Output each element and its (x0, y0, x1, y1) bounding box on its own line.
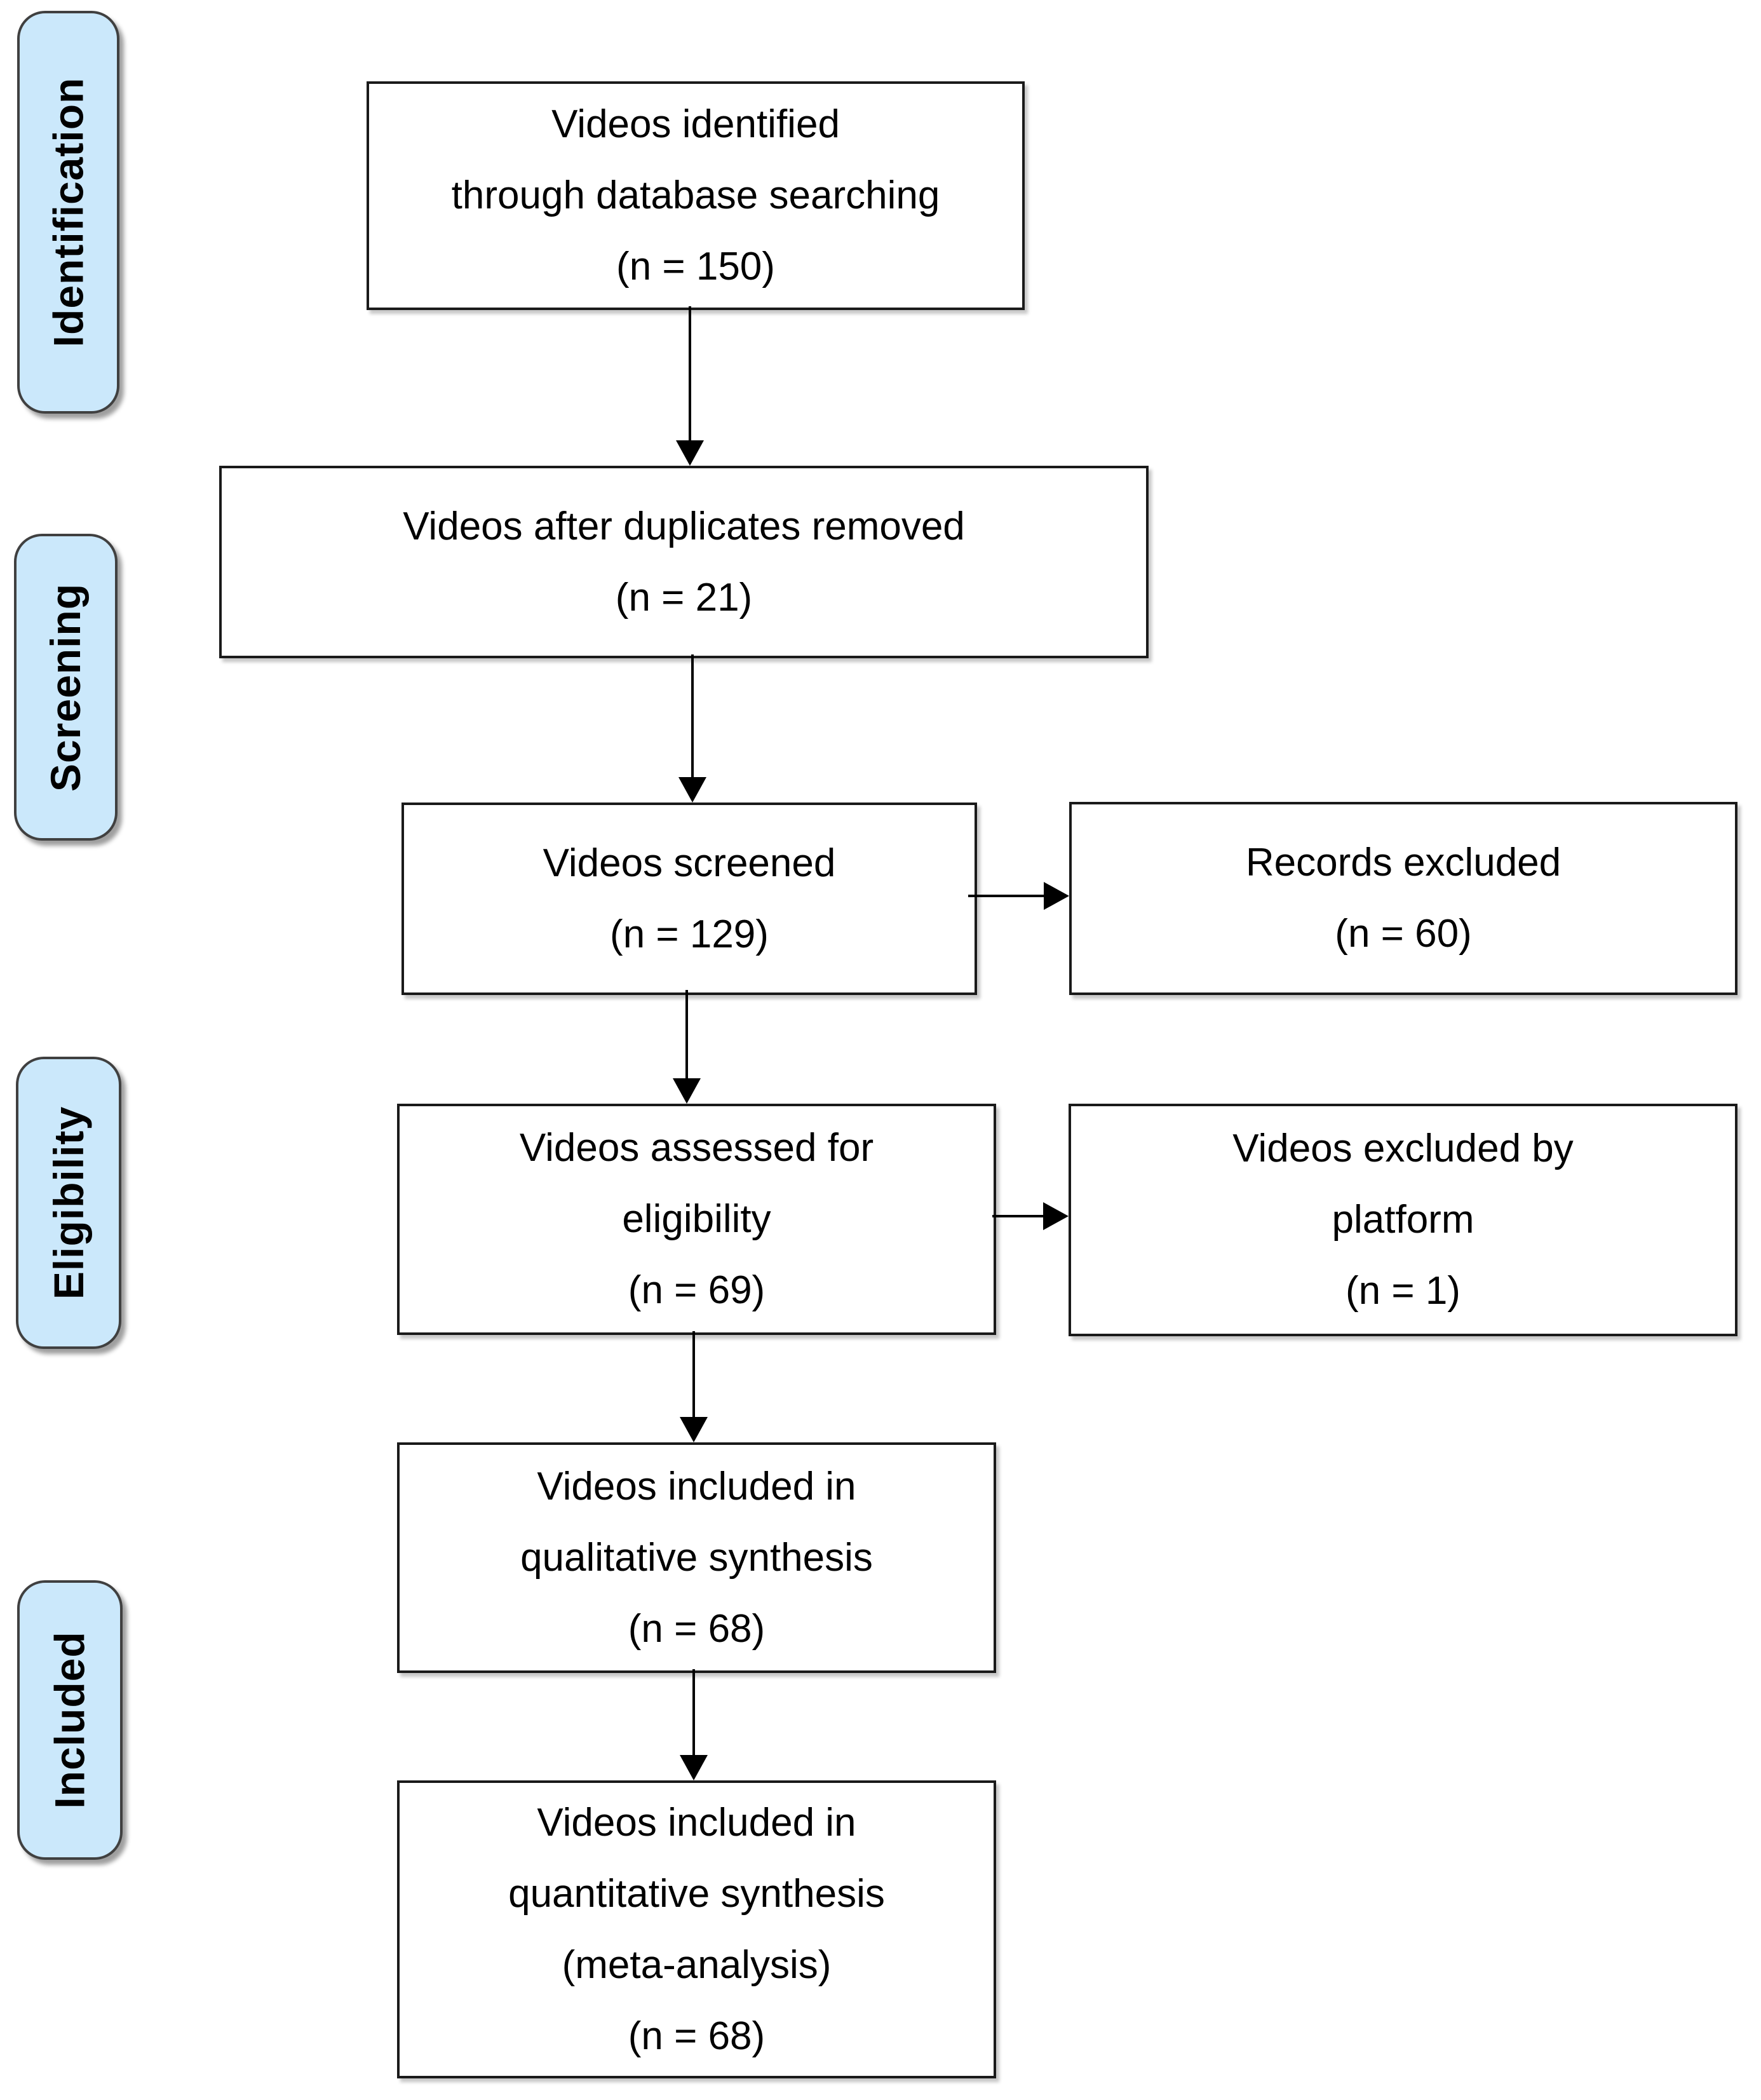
box-videos-assessed-for-eligibility: Videos assessed for eligibility (n = 69) (397, 1104, 996, 1335)
arrowhead-down-icon (680, 1417, 708, 1442)
stage-label-included-text: Included (46, 1631, 94, 1809)
arrow-line (692, 1669, 695, 1758)
box-videos-included-qualitative-synthesis: Videos included in qualitative synthesis… (397, 1442, 996, 1673)
box-videos-screened: Videos screened (n = 129) (401, 803, 977, 995)
box-videos-identified: Videos identified through database searc… (367, 81, 1025, 310)
arrowhead-down-icon (678, 777, 706, 803)
arrow-duplicates-to-screened (678, 654, 706, 803)
arrowhead-right-icon (1044, 882, 1069, 910)
stage-label-eligibility: Eligibility (16, 1057, 121, 1349)
arrow-assessed-to-excluded-platform (992, 1202, 1069, 1230)
arrowhead-right-icon (1043, 1202, 1069, 1230)
stage-label-screening-text: Screening (42, 583, 90, 792)
box-videos-included-quantitative-synthesis: Videos included in quantitative synthesi… (397, 1780, 996, 2078)
arrow-identified-to-duplicates (676, 306, 704, 466)
arrow-line (685, 990, 688, 1081)
box-records-excluded: Records excluded (n = 60) (1069, 802, 1737, 995)
arrow-assessed-to-qualitative (680, 1331, 708, 1442)
stage-label-identification-text: Identification (44, 77, 92, 348)
arrow-line (691, 654, 694, 780)
arrow-line (692, 1331, 695, 1419)
arrow-screened-to-assessed (673, 990, 701, 1104)
stage-label-eligibility-text: Eligibility (45, 1106, 93, 1300)
box-videos-after-duplicates-removed: Videos after duplicates removed (n = 21) (219, 466, 1149, 658)
arrowhead-down-icon (673, 1078, 701, 1104)
arrowhead-down-icon (676, 440, 704, 466)
arrowhead-down-icon (680, 1755, 708, 1780)
stage-label-identification: Identification (17, 11, 119, 414)
arrow-line (992, 1215, 1046, 1217)
arrow-line (689, 306, 691, 443)
arrow-screened-to-records-excluded (968, 882, 1069, 910)
box-videos-excluded-by-platform: Videos excluded by platform (n = 1) (1069, 1104, 1737, 1336)
stage-label-included: Included (17, 1580, 123, 1860)
arrow-line (968, 895, 1046, 897)
arrow-qualitative-to-quantitative (680, 1669, 708, 1780)
stage-label-screening: Screening (14, 534, 118, 841)
